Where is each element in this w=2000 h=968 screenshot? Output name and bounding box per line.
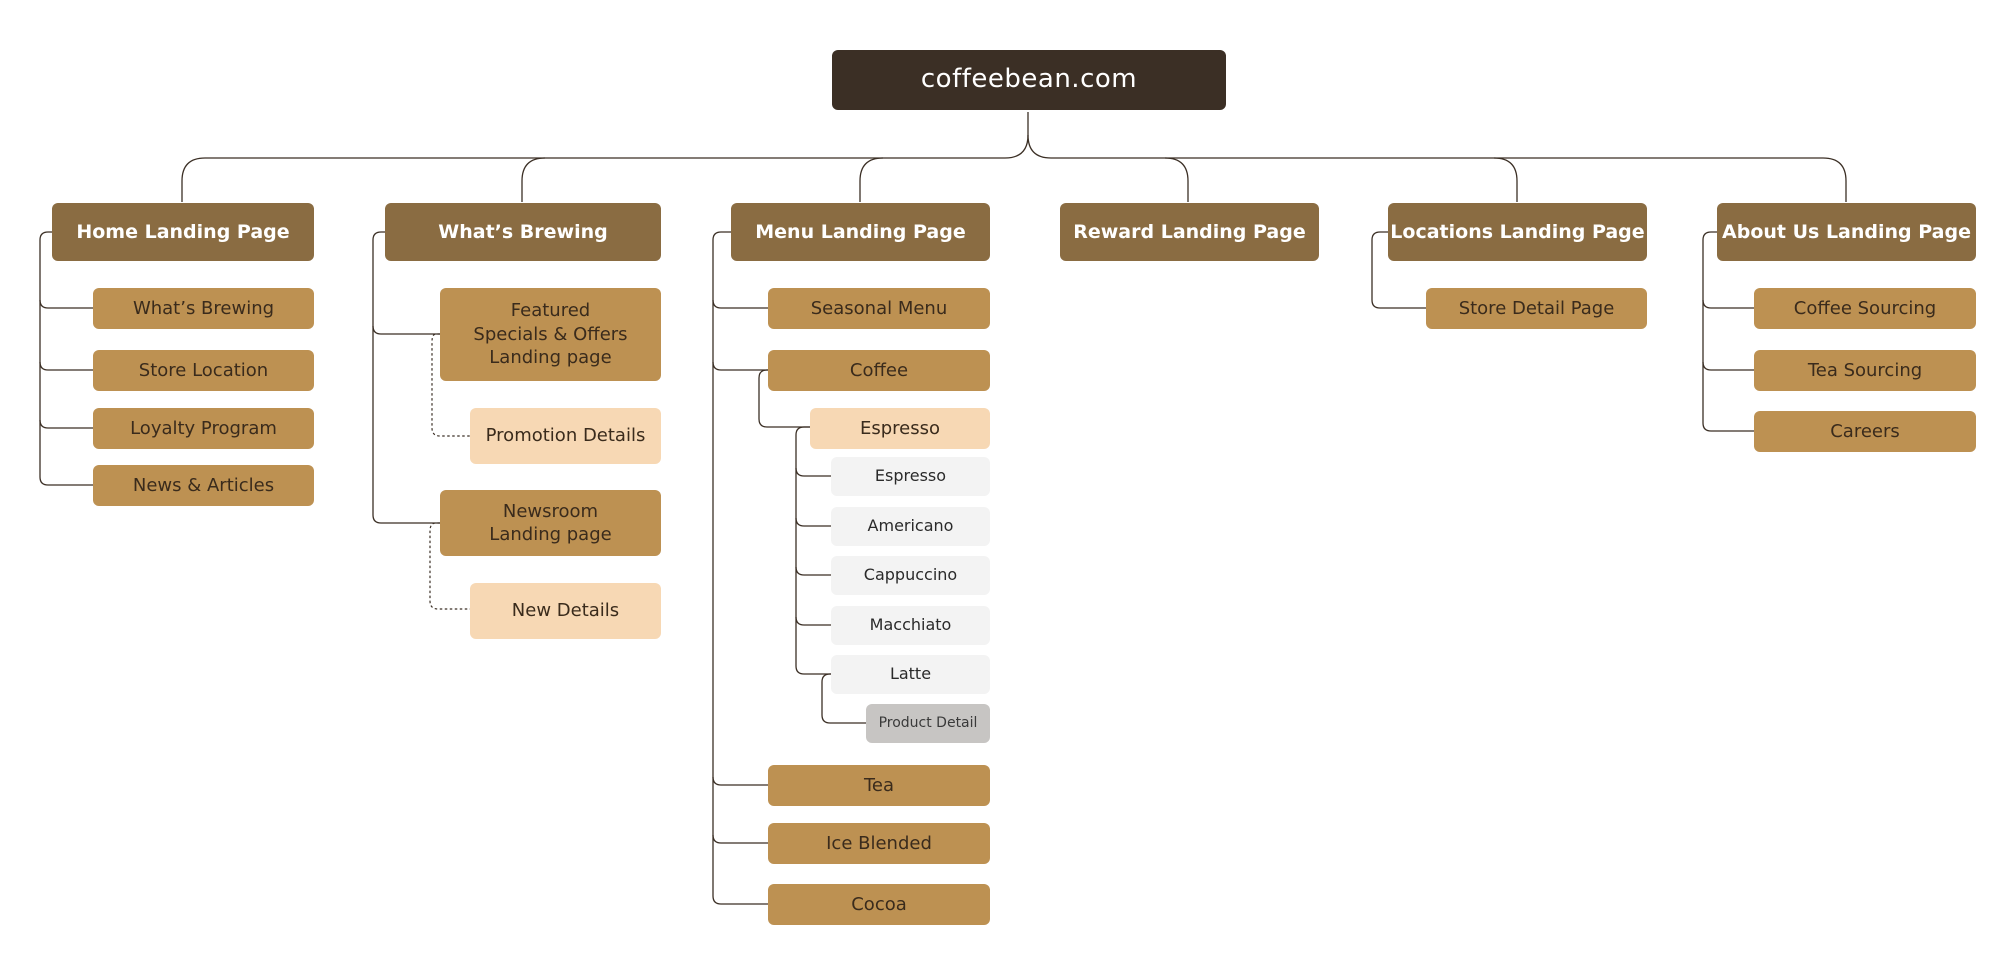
- about-us-landing-page: About Us Landing Page: [1717, 203, 1976, 261]
- about-careers: Careers: [1754, 411, 1976, 452]
- featured-specials-offers-landing: Featured Specials & Offers Landing page: [440, 288, 661, 381]
- home-child-news-articles: News & Articles: [93, 465, 314, 506]
- reward-landing-page: Reward Landing Page: [1060, 203, 1319, 261]
- menu-coffee: Coffee: [768, 350, 990, 391]
- product-detail: Product Detail: [866, 704, 990, 743]
- new-details: New Details: [470, 583, 661, 639]
- menu-ice-blended: Ice Blended: [768, 823, 990, 864]
- menu-cocoa: Cocoa: [768, 884, 990, 925]
- newsroom-landing: Newsroom Landing page: [440, 490, 661, 556]
- menu-espresso-group: Espresso: [810, 408, 990, 449]
- whats-brewing-page: What’s Brewing: [385, 203, 661, 261]
- menu-tea: Tea: [768, 765, 990, 806]
- store-detail-page: Store Detail Page: [1426, 288, 1647, 329]
- menu-landing-page: Menu Landing Page: [731, 203, 990, 261]
- menu-seasonal-menu: Seasonal Menu: [768, 288, 990, 329]
- home-child-whats-brewing: What’s Brewing: [93, 288, 314, 329]
- drink-cappuccino: Cappuccino: [831, 556, 990, 595]
- promotion-details: Promotion Details: [470, 408, 661, 464]
- home-child-loyalty-program: Loyalty Program: [93, 408, 314, 449]
- drink-americano: Americano: [831, 507, 990, 546]
- drink-latte: Latte: [831, 655, 990, 694]
- locations-landing-page: Locations Landing Page: [1388, 203, 1647, 261]
- drink-espresso: Espresso: [831, 457, 990, 496]
- drink-macchiato: Macchiato: [831, 606, 990, 645]
- root-node: coffeebean.com: [832, 50, 1226, 110]
- about-tea-sourcing: Tea Sourcing: [1754, 350, 1976, 391]
- home-child-store-location: Store Location: [93, 350, 314, 391]
- about-coffee-sourcing: Coffee Sourcing: [1754, 288, 1976, 329]
- home-landing-page: Home Landing Page: [52, 203, 314, 261]
